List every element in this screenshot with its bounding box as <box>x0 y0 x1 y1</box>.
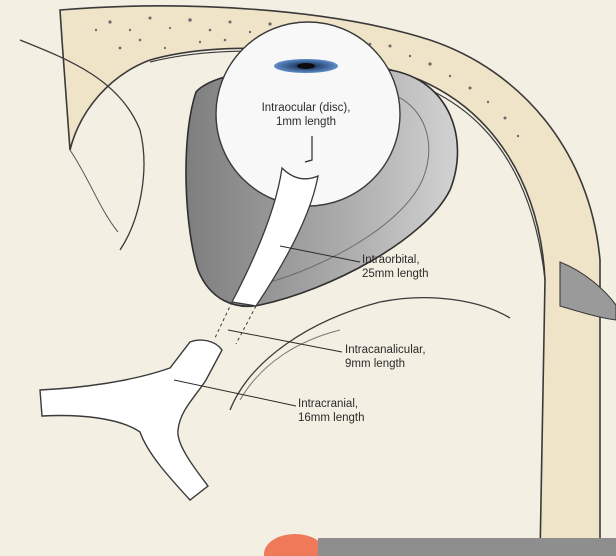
label-intraocular-line1: Intraocular (disc), <box>224 101 388 115</box>
pupil <box>297 63 315 69</box>
label-intracranial-line2: 16mm length <box>298 411 364 425</box>
label-intracanalicular-line1: Intracanalicular, <box>345 343 426 357</box>
label-intraorbital-line1: Intraorbital, <box>362 253 428 267</box>
canal-dash-2 <box>236 306 256 344</box>
label-intraorbital: Intraorbital, 25mm length <box>362 253 428 281</box>
bottom-gray-bar <box>318 538 616 556</box>
sphenoid-ridge-inner <box>240 330 340 400</box>
label-intraorbital-line2: 25mm length <box>362 267 428 281</box>
left-fold-inner <box>70 150 118 232</box>
label-intraocular: Intraocular (disc), 1mm length <box>224 101 388 129</box>
leader-intracanalicular <box>228 330 342 352</box>
label-intracanalicular-line2: 9mm length <box>345 357 426 371</box>
label-intraocular-line2: 1mm length <box>224 115 388 129</box>
label-intracranial-line1: Intracranial, <box>298 397 364 411</box>
canal-dash-1 <box>214 302 232 340</box>
label-intracanalicular: Intracanalicular, 9mm length <box>345 343 426 371</box>
label-intracranial: Intracranial, 16mm length <box>298 397 364 425</box>
optic-chiasm <box>40 340 222 500</box>
